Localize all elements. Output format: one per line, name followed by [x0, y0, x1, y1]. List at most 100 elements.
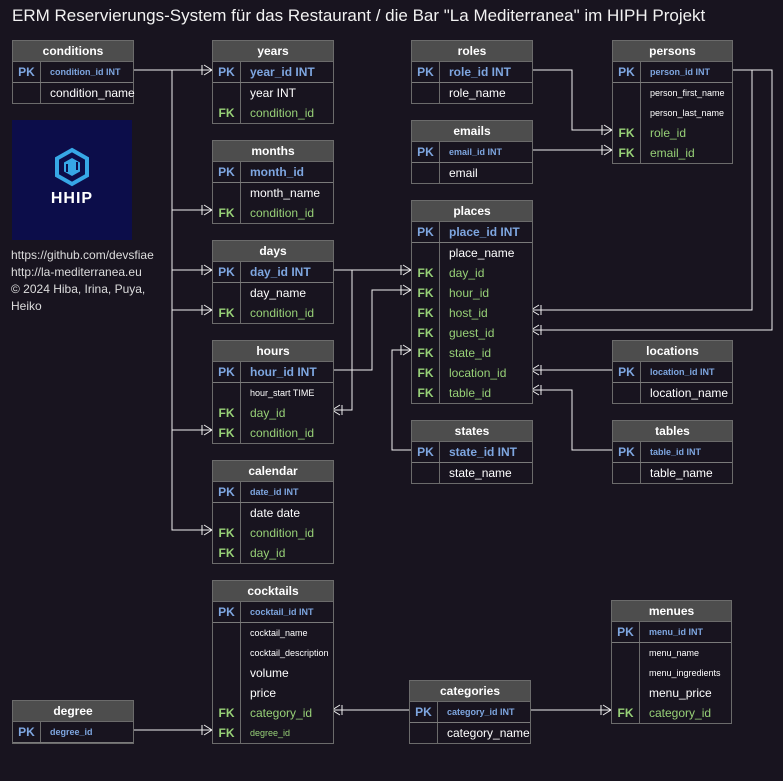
field-name: year INT	[250, 86, 297, 100]
field-name: day_id	[449, 266, 485, 280]
key-cell	[412, 163, 440, 183]
table-row: hour_start TIME	[213, 383, 333, 403]
table-row: PK date_id INT	[213, 482, 333, 503]
key-cell: FK	[213, 303, 241, 323]
field-name: role_id	[650, 126, 687, 140]
table-row: person_first_name	[613, 83, 732, 103]
field-name: condition_id	[250, 206, 315, 220]
key-cell: PK	[213, 62, 241, 82]
key-cell	[213, 683, 241, 703]
table-header: roles	[412, 41, 532, 62]
github-link[interactable]: https://github.com/devsfiae	[11, 248, 154, 262]
field-name: day_name	[250, 286, 307, 300]
field-name: state_id	[449, 346, 492, 360]
table-header: persons	[613, 41, 732, 62]
key-cell: FK	[612, 703, 640, 723]
relationship-line	[531, 389, 612, 451]
key-cell: PK	[612, 622, 640, 642]
field-name: hour_id	[449, 286, 490, 300]
key-cell: FK	[412, 343, 440, 363]
field-name: person_id INT	[650, 67, 711, 77]
field-name: year_id INT	[250, 65, 315, 79]
field-name: place_name	[449, 246, 515, 260]
field-name: menu_price	[649, 686, 712, 700]
field-name: person_last_name	[650, 108, 725, 118]
table-row: year INT	[213, 83, 333, 103]
table-header: calendar	[213, 461, 333, 482]
field-name: category_id	[250, 706, 313, 720]
table-header: months	[213, 141, 333, 162]
field-name: table_id INT	[650, 447, 702, 457]
table-row: menu_name	[612, 643, 731, 663]
table-header: states	[412, 421, 532, 442]
field-name: category_name	[447, 726, 530, 740]
table-row: price	[213, 683, 333, 703]
key-cell: FK	[213, 703, 241, 723]
key-cell	[213, 643, 241, 663]
key-cell	[213, 283, 241, 303]
table-row: PK degree_id	[13, 722, 133, 743]
table-header: degree	[13, 701, 133, 722]
field-name: day_id	[250, 406, 286, 420]
key-cell: FK	[412, 323, 440, 343]
key-cell: FK	[213, 103, 241, 123]
table-row: month_name	[213, 183, 333, 203]
key-cell: FK	[412, 303, 440, 323]
table-row: condition_name	[13, 83, 135, 103]
key-cell: FK	[213, 523, 241, 543]
key-cell: PK	[13, 722, 41, 742]
relationship-line	[391, 349, 411, 451]
key-cell	[412, 463, 440, 483]
table-header: hours	[213, 341, 333, 362]
key-cell	[613, 103, 641, 123]
field-name: category_id	[649, 706, 712, 720]
field-name: degree_id	[50, 727, 93, 737]
field-name: date_id INT	[250, 487, 299, 497]
field-name: role_name	[449, 86, 506, 100]
field-name: month_name	[250, 186, 321, 200]
key-cell	[612, 643, 640, 663]
table-header: emails	[412, 121, 532, 142]
key-cell: PK	[213, 162, 241, 182]
key-cell	[612, 663, 640, 683]
field-name: table_name	[650, 466, 713, 480]
key-cell: PK	[613, 442, 641, 462]
field-name: condition_id	[250, 306, 315, 320]
hhip-cube-logo-icon	[55, 147, 89, 187]
website-link[interactable]: http://la-mediterranea.eu	[11, 265, 142, 279]
field-name: hour_id INT	[250, 365, 317, 379]
table-row: date date	[213, 503, 333, 523]
key-cell	[613, 383, 641, 403]
table-header: cocktails	[213, 581, 333, 602]
table-header: days	[213, 241, 333, 262]
key-cell: FK	[213, 403, 241, 423]
field-name: condition_id	[250, 526, 315, 540]
diagram-title: ERM Reservierungs-System für das Restaur…	[12, 6, 706, 25]
key-cell: PK	[213, 482, 241, 502]
